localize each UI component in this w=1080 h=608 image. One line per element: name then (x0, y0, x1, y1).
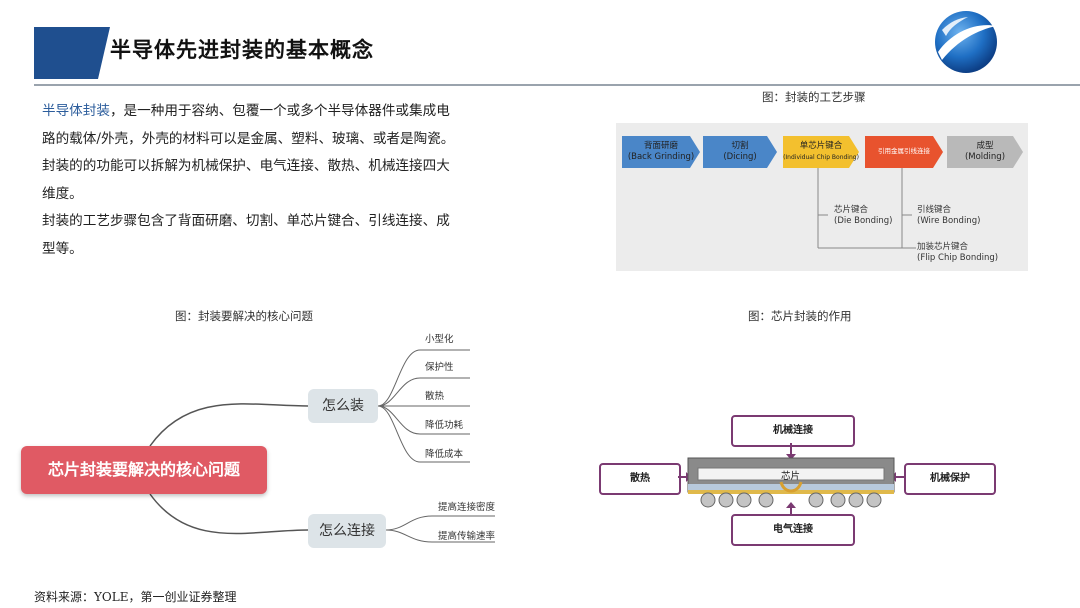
mindmap-root: 芯片封装要解决的核心问题 (21, 446, 267, 494)
mindmap-branch: 怎么装 (308, 389, 378, 423)
step-en: (Individual Chip Bonding) (783, 154, 859, 161)
globe-logo-icon (935, 11, 997, 73)
arrow-shape-icon (703, 136, 777, 168)
intro-line: 封装的的功能可以拆解为机械保护、电气连接、散热、机械连接四大 (42, 158, 450, 174)
label-electrical-connection: 电气连接 (731, 514, 855, 546)
step-cn: 引用金属引线连接 (878, 147, 930, 155)
label-mechanical-protection: 机械保护 (904, 463, 996, 495)
step-en: (Dicing) (723, 152, 757, 162)
step-cn: 成型 (976, 141, 994, 151)
header-divider (34, 84, 1080, 86)
chip-caption: 图：芯片封装的作用 (748, 309, 852, 323)
arrow-shape-icon (947, 136, 1023, 168)
sub-step-cn: 芯片键合 (834, 205, 869, 215)
intro-line: 型等。 (42, 240, 83, 257)
intro-paragraph: 半导体封装，是一种用于容纳、包覆一个或多个半导体器件或集成电 路的载体/外壳，外… (42, 98, 500, 263)
mindmap-leaf: 散热 (425, 391, 445, 402)
intro-keyword: 半导体封装 (42, 103, 110, 119)
sub-step: 加装芯片键合 (Flip Chip Bonding) (917, 242, 998, 264)
step-en: (Molding) (964, 152, 1006, 162)
mindmap-branch: 怎么连接 (308, 514, 386, 548)
intro-line: 维度。 (42, 185, 83, 202)
step-cn: 切割 (731, 141, 749, 151)
step-cn: 背面研磨 (643, 141, 678, 151)
chip-package-diagram (678, 443, 904, 516)
mindmap-leaf: 降低功耗 (425, 420, 464, 431)
sub-step-en: (Die Bonding) (834, 216, 893, 226)
mindmap-leaf: 提高连接密度 (438, 502, 496, 513)
process-step: 成型 (Molding) (947, 136, 1023, 168)
step-cn: 单芯片键合 (799, 141, 843, 151)
mindmap-connectors (149, 349, 495, 543)
process-step: 切割 (Dicing) (703, 136, 777, 168)
process-connectors (817, 168, 916, 249)
header-accent-block (34, 27, 110, 79)
sub-step-en: (Wire Bonding) (917, 216, 981, 226)
process-step: 背面研磨 (Back Grinding) (622, 136, 700, 168)
arrow-shape-icon (783, 136, 859, 168)
sub-step: 引线键合 (Wire Bonding) (917, 205, 980, 227)
intro-line: 路的载体/外壳，外壳的材料可以是金属、塑料、玻璃、或者是陶瓷。 (42, 130, 455, 147)
process-step: 单芯片键合 (Individual Chip Bonding) (783, 136, 859, 168)
sub-step-cn: 引线键合 (917, 205, 952, 215)
source-note: 资料来源：YOLE，第一创业证券整理 (34, 590, 237, 604)
mindmap-caption: 图：封装要解决的核心问题 (175, 309, 313, 323)
mindmap-leaf: 降低成本 (425, 449, 464, 460)
label-mechanical-connection: 机械连接 (731, 415, 855, 447)
intro-line: 封装的工艺步骤包含了背面研磨、切割、单芯片键合、引线连接、成 (42, 213, 450, 229)
chip-label: 芯片 (781, 471, 801, 482)
sub-step-cn: 加装芯片键合 (917, 242, 969, 252)
process-step: 引用金属引线连接 (865, 136, 943, 168)
sub-step: 芯片键合 (Die Bonding) (834, 205, 892, 227)
process-caption: 图：封装的工艺步骤 (762, 90, 866, 104)
sub-step-en: (Flip Chip Bonding) (917, 253, 999, 263)
step-en: (Back Grinding) (627, 152, 695, 162)
mindmap-leaf: 小型化 (425, 334, 454, 345)
page-title: 半导体先进封装的基本概念 (110, 38, 374, 62)
mindmap-leaf: 提高传输速率 (438, 531, 496, 542)
mindmap-leaf: 保护性 (425, 362, 454, 373)
label-heat-dissipation: 散热 (599, 463, 681, 495)
intro-line: ，是一种用于容纳、包覆一个或多个半导体器件或集成电 (109, 103, 450, 119)
arrow-shape-icon (865, 136, 943, 168)
arrow-shape-icon (622, 136, 700, 168)
